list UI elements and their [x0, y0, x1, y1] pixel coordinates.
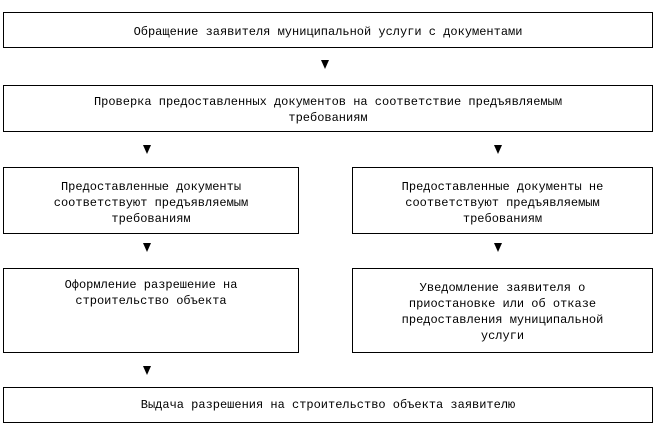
- branch-compliant-box: Предоставленные документы соответствуют …: [3, 167, 299, 234]
- step-application-box: Обращение заявителя муниципальной услуги…: [3, 12, 653, 48]
- arrow-check-to-compliant: [143, 145, 151, 154]
- arrow-noncompliant-to-notice: [494, 243, 502, 252]
- arrow-permit-to-issue: [143, 366, 151, 375]
- step-issue-box: Выдача разрешения на строительство объек…: [3, 387, 653, 423]
- step-check-box: Проверка предоставленных документов на с…: [3, 85, 653, 132]
- step-notice-box: Уведомление заявителя о приостановке или…: [352, 268, 653, 353]
- step-permit-prep-box: Оформление разрешение на строительство о…: [3, 268, 299, 353]
- branch-noncompliant-box: Предоставленные документы не соответству…: [352, 167, 653, 234]
- arrow-application-to-check: [321, 60, 329, 69]
- arrow-compliant-to-permit: [143, 243, 151, 252]
- arrow-check-to-noncompliant: [494, 145, 502, 154]
